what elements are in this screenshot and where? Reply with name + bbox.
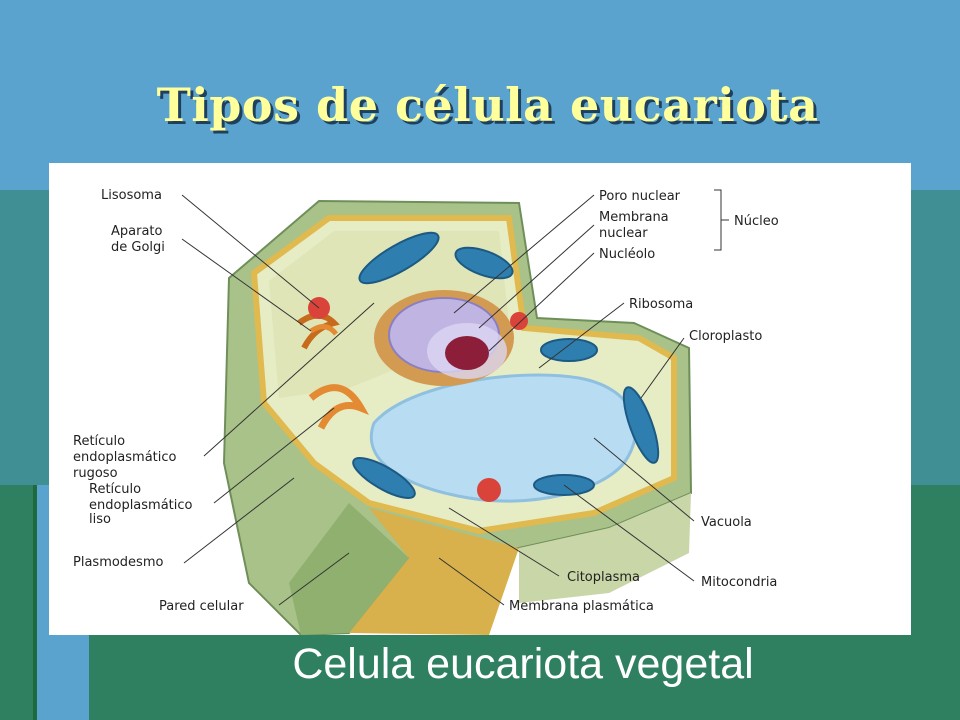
label-leaders [181, 189, 729, 606]
label-membrana-nuclear-line1: Membrana [599, 210, 669, 225]
background-band-accent [33, 485, 37, 720]
label-golgi-line2: de Golgi [111, 240, 165, 255]
label-vacuola: Vacuola [701, 515, 752, 530]
label-nucleolo: Nucléolo [599, 247, 655, 262]
slide-title: Tipos de célula eucariota [156, 78, 819, 132]
golgi-apparatus [297, 312, 370, 430]
label-nucleo: Núcleo [734, 214, 779, 229]
label-rer-line2: endoplasmático [73, 450, 177, 465]
label-mitocondria: Mitocondria [701, 575, 777, 590]
slide-caption: Celula eucariota vegetal [292, 640, 754, 688]
label-citoplasma: Citoplasma [567, 570, 640, 585]
plant-cell-figure: Lisosoma Aparato de Golgi Retículo endop… [49, 163, 911, 635]
label-plasmodesmo: Plasmodesmo [73, 555, 163, 570]
plant-cell-diagram: Lisosoma Aparato de Golgi Retículo endop… [73, 188, 779, 635]
label-cloroplasto: Cloroplasto [689, 329, 762, 344]
lysosome-2 [510, 312, 528, 330]
label-rel-line2: endoplasmático [89, 498, 193, 513]
label-membrana-plasmatica: Membrana plasmática [509, 599, 654, 614]
label-membrana-nuclear-line2: nuclear [599, 226, 648, 241]
label-rer-line1: Retículo [73, 434, 125, 449]
label-lisosoma: Lisosoma [101, 188, 162, 203]
lysosome-3 [477, 478, 501, 502]
nucleus [374, 290, 514, 386]
label-rer-line3: rugoso [73, 466, 118, 481]
label-rel-line3: liso [89, 512, 111, 527]
label-rel-line1: Retículo [89, 482, 141, 497]
label-pared-celular: Pared celular [159, 599, 244, 614]
label-golgi-line1: Aparato [111, 224, 163, 239]
label-poro-nuclear: Poro nuclear [599, 189, 681, 204]
label-ribosoma: Ribosoma [629, 297, 693, 312]
